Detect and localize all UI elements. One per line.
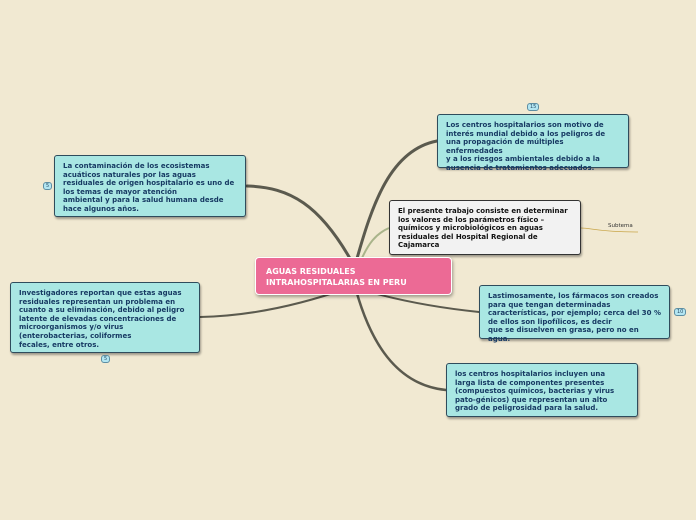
topic-contaminacion-count-badge[interactable]: 5 [43,182,53,190]
central-topic[interactable]: AGUAS RESIDUALES INTRAHOSPITALARIAS EN P… [255,257,452,295]
topic-contaminacion[interactable]: La contaminación de los ecosistemas acuá… [54,155,246,217]
connector-subtema [580,227,639,233]
topic-centros-incluyen[interactable]: los centros hospitalarios incluyen una l… [446,363,638,417]
connector-trabajo [361,227,390,259]
topic-centros-motivo-count-badge[interactable]: 15 [527,103,540,111]
topic-farmacos[interactable]: Lastimosamente, los fármacos son creados… [479,285,670,343]
connector-centros-motivo [354,139,439,264]
topic-trabajo[interactable]: El presente trabajo consiste en determin… [389,200,581,255]
connector-centros-incluyen [354,288,448,392]
topic-centros-motivo[interactable]: Los centros hospitalarios son motivo de … [437,114,629,172]
topic-investigadores-count-badge[interactable]: 5 [101,355,111,363]
subtopic-label[interactable]: Subtema [608,223,633,229]
topic-farmacos-count-badge[interactable]: 10 [674,308,687,316]
topic-investigadores[interactable]: Investigadores reportan que estas aguas … [10,282,200,353]
connector-contaminacion [245,184,354,264]
